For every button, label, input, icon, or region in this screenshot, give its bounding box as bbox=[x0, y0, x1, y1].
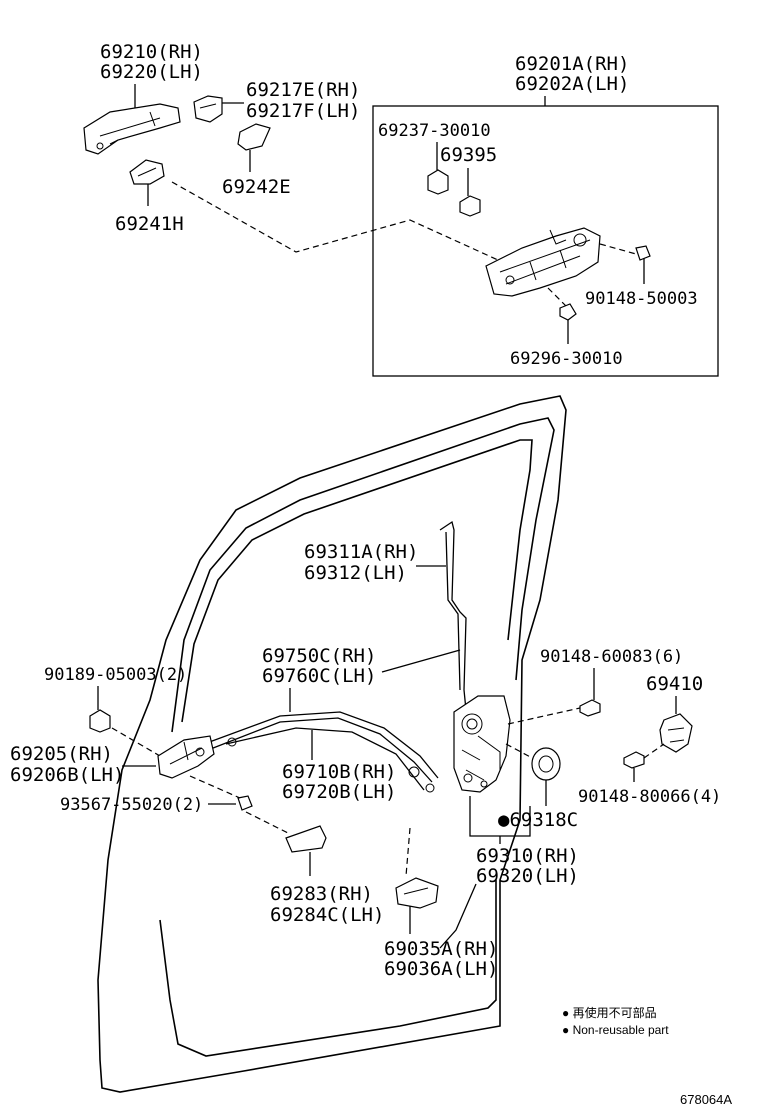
label-69284c: 69284C(LH) bbox=[270, 904, 384, 926]
dash-clip-to-handle bbox=[111, 727, 161, 757]
frame-assembly-box bbox=[372, 105, 719, 377]
label-69210: 69210(RH) bbox=[100, 41, 203, 63]
control-cable-part bbox=[203, 711, 439, 793]
lock-rod-part bbox=[439, 520, 467, 711]
label-69283: 69283(RH) bbox=[270, 883, 373, 905]
label-69320: 69320(LH) bbox=[476, 865, 579, 887]
dash-lock-to-washer bbox=[505, 743, 537, 761]
label-69750c: 69750C(RH) bbox=[262, 645, 376, 667]
bezel-69283-part bbox=[285, 825, 327, 853]
bolt-90148-50003-part bbox=[635, 245, 651, 261]
dash-to-protector bbox=[405, 827, 411, 877]
dash-screw-to-bezel bbox=[245, 811, 291, 835]
label-90189: 90189-05003(2) bbox=[44, 665, 187, 685]
label-69205: 69205(RH) bbox=[10, 743, 113, 765]
label-69395: 69395 bbox=[440, 144, 497, 166]
label-69035a: 69035A(RH) bbox=[384, 938, 498, 960]
label-69310: 69310(RH) bbox=[476, 845, 579, 867]
door-outline bbox=[97, 395, 567, 1093]
reference-code: 678064A bbox=[680, 1092, 732, 1107]
label-69036a: 69036A(LH) bbox=[384, 958, 498, 980]
label-69710b: 69710B(RH) bbox=[282, 761, 396, 783]
label-69220: 69220(LH) bbox=[100, 61, 203, 83]
label-69720b: 69720B(LH) bbox=[282, 781, 396, 803]
label-69760c: 69760C(LH) bbox=[262, 665, 376, 687]
label-69202a: 69202A(LH) bbox=[515, 73, 629, 95]
bushing-69395-part bbox=[459, 195, 481, 217]
leader-69750c-right bbox=[381, 649, 461, 673]
label-69217f: 69217F(LH) bbox=[246, 100, 360, 122]
label-69217e: 69217E(RH) bbox=[246, 79, 360, 101]
dash-bolt-to-striker bbox=[643, 743, 665, 759]
label-90148-80066: 90148-80066(4) bbox=[578, 787, 721, 807]
screw-93567-part bbox=[237, 795, 253, 811]
dash-frame-to-bolt bbox=[599, 243, 637, 255]
pad-69242e-part bbox=[237, 123, 271, 151]
dash-handle-to-frame bbox=[171, 181, 499, 261]
handle-cap-part bbox=[193, 95, 223, 123]
inside-handle-part bbox=[157, 735, 215, 779]
label-69318c: ●69318C bbox=[498, 809, 578, 831]
label-93567: 93567-55020(2) bbox=[60, 795, 203, 815]
striker-69410-part bbox=[659, 713, 693, 753]
dash-lock-to-bolt bbox=[507, 707, 581, 725]
label-69206b: 69206B(LH) bbox=[10, 764, 124, 786]
label-90148-50003: 90148-50003 bbox=[585, 289, 698, 309]
clip-90189-part bbox=[89, 709, 111, 733]
label-90148-60083: 90148-60083(6) bbox=[540, 647, 683, 667]
label-69242e: 69242E bbox=[222, 176, 291, 198]
label-69241h: 69241H bbox=[115, 213, 184, 235]
legend-non-reusable-en: ● Non-reusable part bbox=[562, 1023, 669, 1037]
dash-frame-to-screw bbox=[547, 287, 567, 307]
leader-69035a-right bbox=[439, 883, 477, 949]
label-69312: 69312(LH) bbox=[304, 562, 407, 584]
label-69201a: 69201A(RH) bbox=[515, 53, 629, 75]
label-69410: 69410 bbox=[646, 673, 703, 695]
handle-frame-part bbox=[485, 227, 601, 297]
legend-non-reusable-jp: ● 再使用不可部品 bbox=[562, 1005, 657, 1020]
screw-69296-part bbox=[559, 303, 577, 321]
dash-handle-to-screw bbox=[189, 775, 241, 799]
label-69296: 69296-30010 bbox=[510, 349, 623, 369]
label-69311a: 69311A(RH) bbox=[304, 541, 418, 563]
clip-69237-part bbox=[427, 169, 449, 195]
washer-69318c-part bbox=[531, 747, 561, 781]
bolt-90148-80066-part bbox=[623, 751, 645, 769]
door-lock-assembly-part bbox=[453, 695, 511, 793]
bolt-90148-60083-part bbox=[579, 699, 601, 717]
pad-69241h-part bbox=[129, 159, 165, 185]
label-69237: 69237-30010 bbox=[378, 121, 491, 141]
protector-69035a-part bbox=[395, 877, 439, 909]
outside-handle-part bbox=[83, 103, 181, 155]
